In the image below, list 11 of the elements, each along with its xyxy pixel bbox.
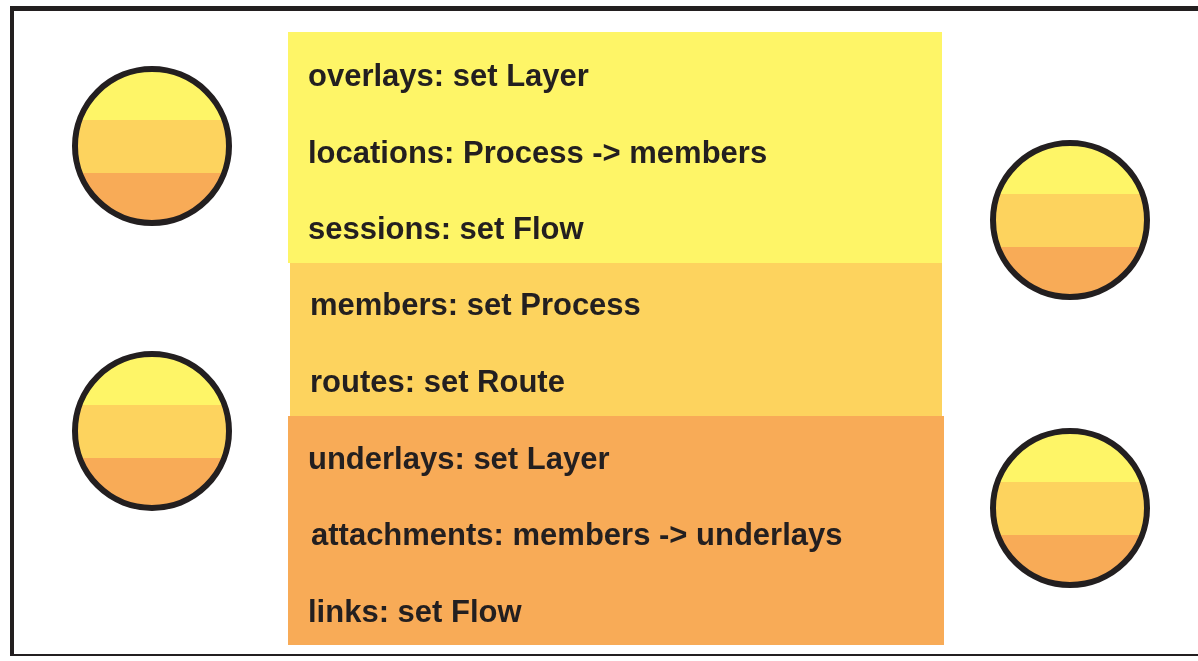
- color-band: [288, 416, 944, 645]
- field-text: links: set Flow: [308, 594, 522, 630]
- field-text: locations: Process -> members: [308, 135, 768, 171]
- field-text: sessions: set Flow: [308, 211, 584, 247]
- color-band: [288, 32, 942, 263]
- field-text: underlays: set Layer: [308, 441, 610, 477]
- field-text: overlays: set Layer: [308, 58, 589, 94]
- field-text: attachments: members -> underlays: [311, 517, 843, 553]
- color-band: [290, 263, 942, 416]
- field-text: members: set Process: [310, 287, 641, 323]
- field-text: routes: set Route: [310, 364, 565, 400]
